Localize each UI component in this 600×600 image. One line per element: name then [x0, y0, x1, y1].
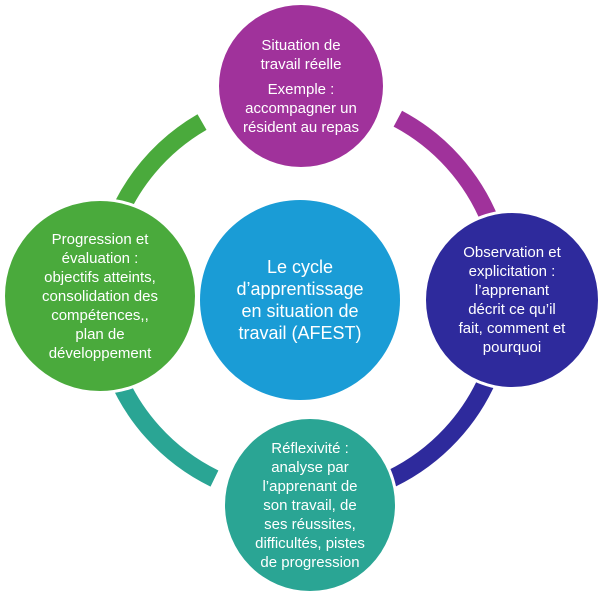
stage-body-line: développement	[48, 344, 152, 362]
stage-situation-de-travail: Situation de travail réelle Exemple : ac…	[216, 2, 386, 170]
stage-heading-line: évaluation :	[61, 249, 139, 267]
center-title-line: en situation de	[241, 301, 359, 321]
stage-progression-evaluation: Progression et évaluation : objectifs at…	[2, 198, 198, 394]
stage-body-line: son travail, de	[263, 496, 357, 514]
stage-body-line: résident au repas	[243, 118, 359, 136]
stage-heading-line: Situation de	[261, 36, 341, 54]
stage-body-line: de progression	[260, 553, 360, 571]
stage-body-line: accompagner un	[245, 99, 357, 117]
stage-heading-line: Observation et	[463, 244, 561, 261]
stage-body-line: plan de	[75, 325, 125, 343]
stage-observation-explicitation: Observation et explicitation : l’apprena…	[423, 210, 600, 390]
center-title-line: d’apprentissage	[236, 279, 364, 299]
stage-body-line: fait, comment et	[458, 320, 566, 337]
stage-body-line: compétences,,	[51, 306, 149, 324]
stage-reflexivite: Réflexivité : analyse par l’apprenant de…	[222, 416, 398, 594]
stage-body-line: consolidation des	[42, 287, 158, 305]
stage-heading-line: Réflexivité :	[271, 439, 349, 457]
arc-situation-to-observation	[393, 110, 499, 225]
stage-body-line: l’apprenant de	[262, 477, 358, 495]
stage-body-line: l’apprenant	[474, 282, 550, 299]
stage-body-line: analyse par	[271, 458, 349, 476]
stage-body-line: décrit ce qu’il	[468, 301, 556, 318]
stage-body-line: ses réussites,	[264, 515, 356, 533]
stage-heading-line: explicitation :	[468, 263, 556, 280]
stage-body-line: pourquoi	[482, 339, 542, 356]
center-title-line: Le cycle	[266, 257, 334, 277]
arc-observation-to-reflexivite	[387, 369, 499, 487]
center-title-line: travail (AFEST)	[238, 323, 362, 343]
stage-heading-line: Progression et	[51, 230, 149, 248]
stage-heading-line: travail réelle	[260, 55, 342, 73]
stage-body-line: Exemple :	[267, 80, 335, 98]
stage-body-line: objectifs atteints,	[44, 268, 156, 286]
stage-body-line: difficultés, pistes	[255, 534, 365, 552]
center-title-circle: Le cycle d’apprentissage en situation de…	[200, 200, 400, 400]
